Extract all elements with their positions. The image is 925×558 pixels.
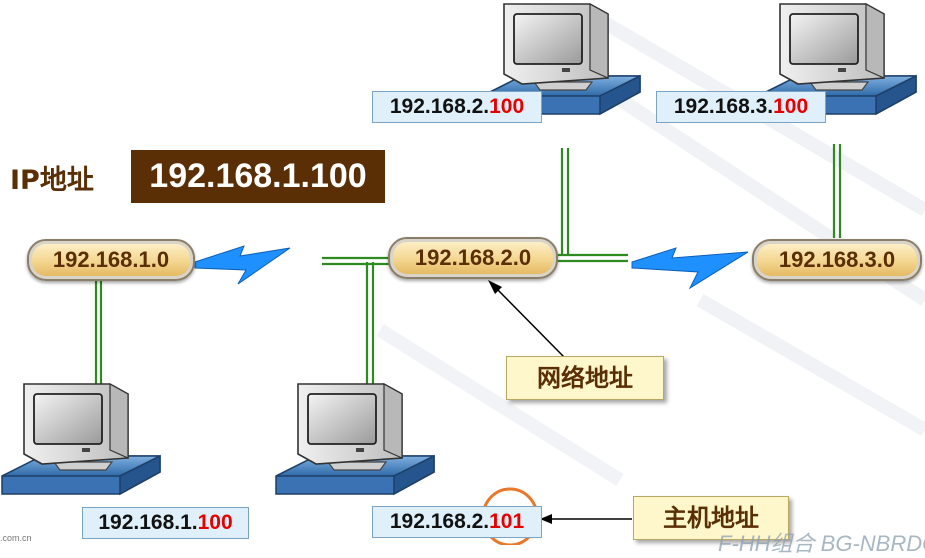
network-arrow-head: [488, 280, 502, 294]
host-ip-network-part: 192.168.3.: [673, 95, 774, 118]
host-ip-host-part: 100: [197, 511, 233, 534]
watermark-right: F-HH组合 BG-NBRDC: [718, 531, 925, 556]
lan-cables: [94, 144, 842, 384]
host-ip-box: 192.168.2.101: [372, 506, 542, 538]
ip-address-value: 192.168.1.100: [131, 150, 385, 203]
wan-link-right: [631, 247, 749, 290]
network-address-callout: 网络地址: [506, 356, 664, 400]
host-address-callout: 主机地址: [633, 496, 789, 540]
network-diagram: IP地址 192.168.1.100 192.168.1.0 192.168.2…: [0, 3, 925, 556]
host-ip-box: 192.168.2.100: [372, 91, 542, 123]
network-pill-192-168-3-0: 192.168.3.0: [752, 239, 922, 281]
host-ip-network-part: 192.168.2.: [389, 510, 490, 533]
host-ip-network-part: 192.168.1.: [98, 511, 198, 534]
network-arrow-line: [493, 285, 566, 359]
host-ip-box: 192.168.3.100: [656, 91, 826, 123]
network-pill-192-168-2-0: 192.168.2.0: [388, 237, 558, 279]
host-ip-network-part: 192.168.2.: [389, 95, 490, 118]
host-ip-host-part: 101: [489, 510, 525, 533]
host-arrow-head: [540, 514, 552, 524]
ip-address-label: IP地址: [10, 165, 94, 196]
host-ip-host-part: 100: [489, 95, 525, 118]
host-ip-box: 192.168.1.100: [82, 507, 249, 539]
computer-bottom-left: [1, 383, 161, 495]
watermark-left: .com.cn: [0, 533, 32, 543]
network-pill-192-168-1-0: 192.168.1.0: [27, 239, 195, 281]
wan-link-left: [194, 245, 291, 285]
computer-bottom-middle: [275, 383, 435, 495]
host-ip-host-part: 100: [773, 95, 809, 118]
